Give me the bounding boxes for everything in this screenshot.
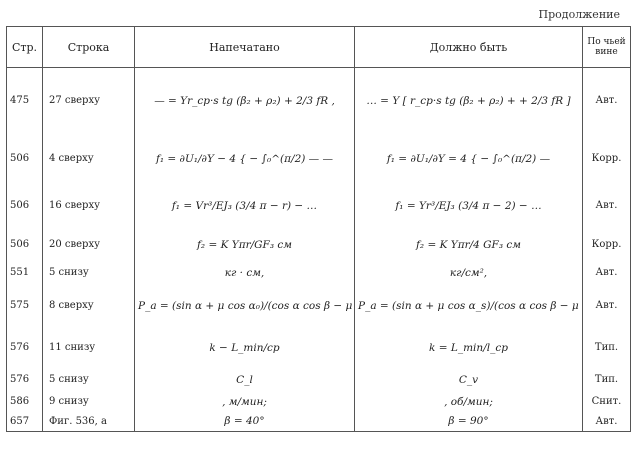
cell-author: Авт.: [582, 411, 631, 432]
header-row: Стр. Строка Напечатано Должно быть По чь…: [6, 26, 631, 68]
cell-printed: C_l: [134, 367, 355, 392]
header-page: Стр.: [6, 26, 43, 68]
cell-line: 16 сверху: [42, 183, 135, 228]
table-row: 506 20 сверху f₂ = K Yπr/GF₃ см f₂ = K Y…: [6, 227, 631, 262]
cell-line: 9 снизу: [42, 391, 135, 412]
cell-author: Корр.: [582, 133, 631, 184]
cell-page: 475: [6, 67, 43, 134]
cell-page: 551: [6, 261, 43, 284]
cell-printed: f₂ = K Yπr/GF₃ см: [134, 227, 355, 262]
table-row: 576 5 снизу C_l C_v Тип.: [6, 367, 631, 392]
cell-page: 506: [6, 183, 43, 228]
table-row: 657 Фиг. 536, а β = 40° β = 90° Авт.: [6, 411, 631, 432]
cell-line: 11 снизу: [42, 327, 135, 368]
cell-should-be: , об/мин;: [354, 391, 583, 412]
cell-author: Снит.: [582, 391, 631, 412]
cell-page: 576: [6, 327, 43, 368]
table-row: 506 16 сверху f₁ = Vr³/EJ₃ (3/4 π − r) −…: [6, 183, 631, 228]
cell-page: 575: [6, 283, 43, 328]
cell-line: 5 снизу: [42, 367, 135, 392]
table-row: 586 9 снизу , м/мин; , об/мин; Снит.: [6, 391, 631, 412]
cell-printed: f₁ = ∂U₁/∂Y − 4 { − ∫₀^(π/2) — —: [134, 133, 355, 184]
table-row: 576 11 снизу k − L_min/cp k = L_min/l_cp…: [6, 327, 631, 368]
cell-page: 586: [6, 391, 43, 412]
cell-author: Авт.: [582, 283, 631, 328]
cell-should-be: … = Y [ r_cp·s tg (β₂ + ρ₂) + + 2/3 fR ]: [354, 67, 583, 134]
cell-author: Авт.: [582, 183, 631, 228]
cell-should-be: f₂ = K Yπr/4 GF₃ см: [354, 227, 583, 262]
cell-page: 576: [6, 367, 43, 392]
cell-author: Авт.: [582, 261, 631, 284]
cell-page: 506: [6, 227, 43, 262]
cell-printed: — = Yr_cp·s tg (β₂ + ρ₂) + 2/3 fR ,: [134, 67, 355, 134]
cell-line: 20 сверху: [42, 227, 135, 262]
cell-author: Тип.: [582, 367, 631, 392]
header-should-be: Должно быть: [354, 26, 583, 68]
cell-should-be: P_a = (sin α + μ cos α_s)/(cos α cos β −…: [354, 283, 583, 328]
cell-printed: , м/мин;: [134, 391, 355, 412]
cell-should-be: k = L_min/l_cp: [354, 327, 583, 368]
table-caption: Продолжение: [538, 8, 620, 21]
errata-table: Стр. Строка Напечатано Должно быть По чь…: [6, 26, 631, 432]
table-row: 575 8 сверху P_a = (sin α + μ cos α₀)/(c…: [6, 283, 631, 328]
cell-printed: f₁ = Vr³/EJ₃ (3/4 π − r) − …: [134, 183, 355, 228]
cell-line: 4 сверху: [42, 133, 135, 184]
cell-page: 506: [6, 133, 43, 184]
cell-author: Авт.: [582, 67, 631, 134]
cell-line: 8 сверху: [42, 283, 135, 328]
header-whose-fault: По чьей вине: [582, 26, 631, 68]
cell-should-be: β = 90°: [354, 411, 583, 432]
header-printed: Напечатано: [134, 26, 355, 68]
cell-line: 27 сверху: [42, 67, 135, 134]
cell-author: Тип.: [582, 327, 631, 368]
cell-line: 5 снизу: [42, 261, 135, 284]
cell-printed: кг · см,: [134, 261, 355, 284]
cell-should-be: C_v: [354, 367, 583, 392]
cell-should-be: f₁ = ∂U₁/∂Y = 4 { − ∫₀^(π/2) —: [354, 133, 583, 184]
cell-line: Фиг. 536, а: [42, 411, 135, 432]
cell-printed: P_a = (sin α + μ cos α₀)/(cos α cos β − …: [134, 283, 355, 328]
cell-printed: β = 40°: [134, 411, 355, 432]
table-row: 506 4 сверху f₁ = ∂U₁/∂Y − 4 { − ∫₀^(π/2…: [6, 133, 631, 184]
table-row: 475 27 сверху — = Yr_cp·s tg (β₂ + ρ₂) +…: [6, 67, 631, 134]
cell-page: 657: [6, 411, 43, 432]
table-row: 551 5 снизу кг · см, кг/см², Авт.: [6, 261, 631, 284]
cell-should-be: кг/см²,: [354, 261, 583, 284]
cell-author: Корр.: [582, 227, 631, 262]
cell-should-be: f₁ = Yr³/EJ₃ (3/4 π − 2) − …: [354, 183, 583, 228]
header-line: Строка: [42, 26, 135, 68]
cell-printed: k − L_min/cp: [134, 327, 355, 368]
